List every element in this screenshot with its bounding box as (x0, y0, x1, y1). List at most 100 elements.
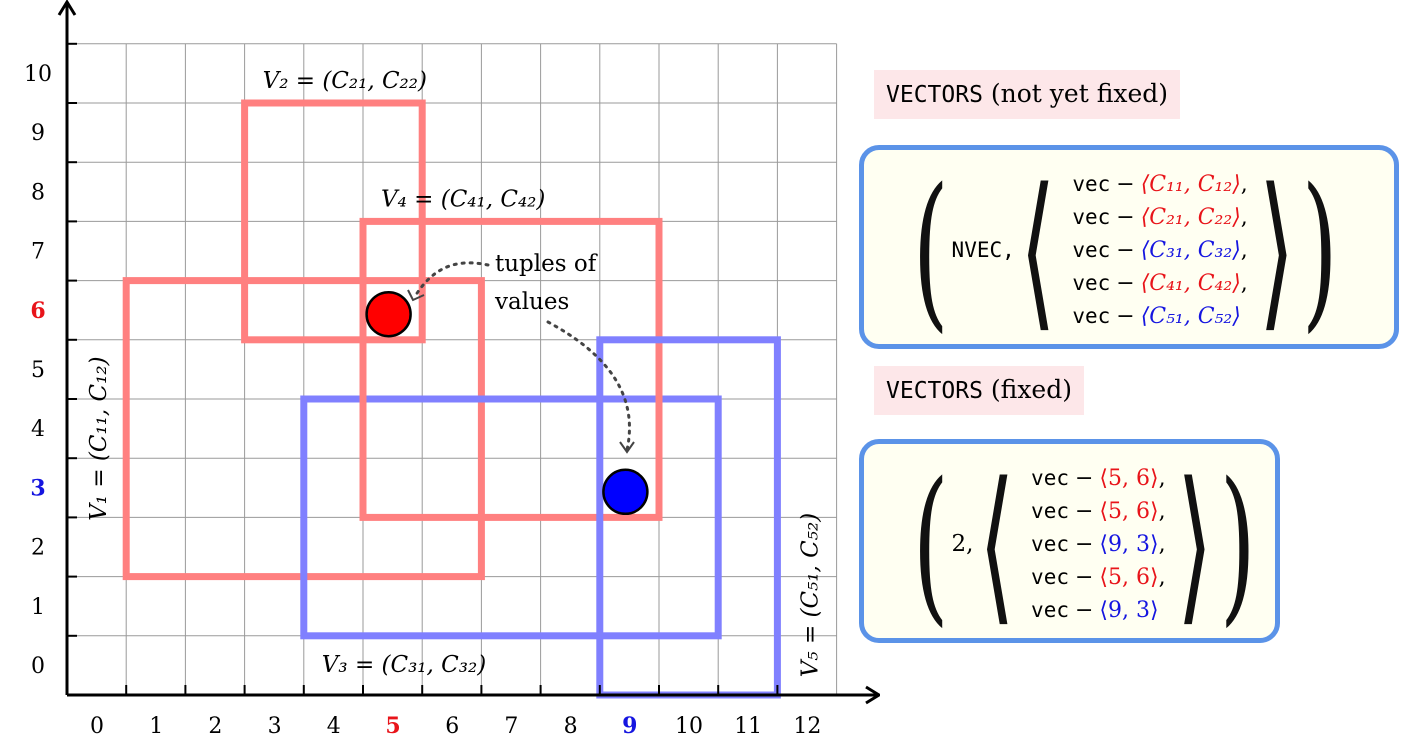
unfixed-left-angle: ⟨ (1019, 152, 1056, 348)
unfixed-title-keyword: VECTORS (886, 82, 983, 108)
x-tick-label: 2 (208, 714, 222, 739)
region-label-v2: V₂ = (C₂₁, C₂₂) (263, 68, 427, 94)
y-tick-label: 3 (30, 475, 45, 501)
vec-dash: − (1074, 465, 1094, 491)
y-tick-label: 0 (31, 654, 45, 679)
unfixed-tuple: ( NVEC, ⟨ vec−⟨C₁₁, C₁₂⟩,vec−⟨C₂₁, C₂₂⟩,… (898, 166, 1353, 334)
vec-dash: − (1116, 171, 1135, 197)
annotation-arrowhead-blue (619, 441, 635, 454)
fixed-panel-title: VECTORS (fixed) (874, 366, 1084, 415)
unfixed-right-angle: ⟩ (1258, 152, 1295, 348)
vector-row: vec−⟨C₄₁, C₄₂⟩, (1072, 267, 1247, 300)
y-tick-label: 5 (31, 358, 45, 383)
vec-keyword: vec (1031, 597, 1069, 622)
annotation-line-2: values (494, 289, 569, 315)
points-layer (365, 290, 649, 516)
vec-value: ⟨C₄₁, C₄₂⟩ (1140, 270, 1241, 296)
fixed-rows: vec−⟨5, 6⟩,vec−⟨5, 6⟩,vec−⟨9, 3⟩,vec−⟨5,… (1031, 462, 1166, 627)
vector-row: vec−⟨C₁₁, C₁₂⟩, (1072, 168, 1247, 201)
annotation-arrow-to-red (412, 261, 490, 300)
x-tick-label: 5 (385, 713, 400, 739)
vec-value: ⟨C₂₁, C₂₂⟩ (1140, 204, 1241, 230)
point-blue (602, 468, 649, 516)
vec-keyword: vec (1072, 270, 1111, 295)
y-tick-label: 10 (24, 62, 52, 87)
y-tick-label: 6 (30, 298, 45, 324)
vec-value: ⟨9, 3⟩ (1099, 597, 1159, 623)
vec-dash: − (1074, 564, 1094, 590)
x-tick-label: 3 (268, 714, 282, 739)
fixed-vectors-box: ( 2, ⟨ vec−⟨5, 6⟩,vec−⟨5, 6⟩,vec−⟨9, 3⟩,… (859, 439, 1280, 643)
vec-keyword: vec (1072, 204, 1111, 229)
vec-dash: − (1116, 204, 1135, 230)
y-axis-arrow (57, 0, 77, 16)
fixed-right-paren: ) (1219, 446, 1256, 642)
vector-row: vec−⟨C₅₁, C₅₂⟩ (1072, 300, 1247, 333)
vec-keyword: vec (1072, 171, 1111, 196)
unfixed-rows: vec−⟨C₁₁, C₁₂⟩,vec−⟨C₂₁, C₂₂⟩,vec−⟨C₃₁, … (1072, 168, 1247, 333)
vec-keyword: vec (1031, 465, 1069, 490)
grid-diagram: V₁ = (C₁₁, C₁₂)V₂ = (C₂₁, C₂₂)V₃ = (C₃₁,… (24, 0, 880, 739)
x-tick-label: 8 (564, 714, 578, 739)
vector-row: vec−⟨5, 6⟩, (1031, 495, 1166, 528)
y-tick-label: 4 (31, 417, 45, 442)
region-label-v4: V₄ = (C₄₁, C₄₂) (381, 186, 545, 212)
vec-dash: − (1074, 597, 1094, 623)
vec-separator: , (1240, 270, 1248, 296)
vec-value: ⟨5, 6⟩ (1099, 498, 1159, 524)
unfixed-vectors-box: ( NVEC, ⟨ vec−⟨C₁₁, C₁₂⟩,vec−⟨C₂₁, C₂₂⟩,… (859, 145, 1399, 349)
x-tick-label: 12 (793, 714, 821, 739)
x-tick-label: 9 (622, 713, 637, 739)
vec-value: ⟨9, 3⟩ (1099, 531, 1159, 557)
region-label-v1: V₁ = (C₁₁, C₁₂) (86, 356, 112, 520)
annotation: tuples of values (407, 251, 635, 454)
vec-value: ⟨5, 6⟩ (1099, 465, 1159, 491)
vec-keyword: vec (1031, 564, 1069, 589)
point-red (365, 290, 412, 338)
vector-row: vec−⟨5, 6⟩, (1031, 561, 1166, 594)
vec-dash: − (1116, 237, 1135, 263)
x-tick-label: 11 (734, 714, 762, 739)
x-tick-label: 6 (445, 714, 459, 739)
regions-layer: V₁ = (C₁₁, C₁₂)V₂ = (C₂₁, C₂₂)V₃ = (C₃₁,… (86, 68, 823, 699)
vec-separator: , (1158, 531, 1166, 557)
vec-separator: , (1158, 564, 1166, 590)
x-tick-label: 4 (327, 714, 341, 739)
vector-row: vec−⟨C₂₁, C₂₂⟩, (1072, 201, 1247, 234)
vector-row: vec−⟨9, 3⟩, (1031, 528, 1166, 561)
vec-keyword: vec (1031, 531, 1069, 556)
y-tick-label: 8 (31, 180, 45, 205)
vec-value: ⟨C₃₁, C₃₂⟩ (1140, 237, 1241, 263)
vector-row: vec−⟨C₃₁, C₃₂⟩, (1072, 234, 1247, 267)
vec-dash: − (1116, 303, 1135, 329)
unfixed-right-paren: ) (1302, 152, 1339, 348)
axes (57, 0, 880, 705)
annotation-arrow-to-blue (546, 320, 631, 452)
unfixed-left-paren: ( (912, 152, 949, 348)
vec-separator: , (1158, 498, 1166, 524)
x-tick-label: 7 (504, 714, 518, 739)
vec-dash: − (1074, 531, 1094, 557)
y-tick-label: 2 (31, 536, 45, 561)
fixed-left-paren: ( (912, 446, 949, 642)
fixed-right-angle: ⟩ (1176, 446, 1213, 642)
y-tick-label: 9 (31, 121, 45, 146)
annotation-arrowhead-red (407, 289, 425, 302)
fixed-left-angle: ⟨ (978, 446, 1015, 642)
vec-keyword: vec (1031, 498, 1069, 523)
y-tick-label: 1 (31, 595, 45, 620)
unfixed-title-rest: (not yet fixed) (982, 79, 1169, 108)
x-tick-label: 1 (149, 714, 163, 739)
region-v4 (359, 217, 663, 521)
x-tick-label: 0 (90, 714, 104, 739)
fixed-title-keyword: VECTORS (886, 378, 983, 404)
annotation-line-1: tuples of (495, 251, 598, 277)
vec-value: ⟨C₁₁, C₁₂⟩ (1140, 171, 1241, 197)
region-label-v5: V₅ = (C₅₁, C₅₂) (797, 513, 823, 677)
x-tick-label: 10 (675, 714, 703, 739)
fixed-title-rest: (fixed) (982, 375, 1072, 404)
region-v3 (300, 395, 722, 640)
unfixed-panel-title: VECTORS (not yet fixed) (874, 70, 1181, 119)
unfixed-head: NVEC, (951, 238, 1015, 262)
